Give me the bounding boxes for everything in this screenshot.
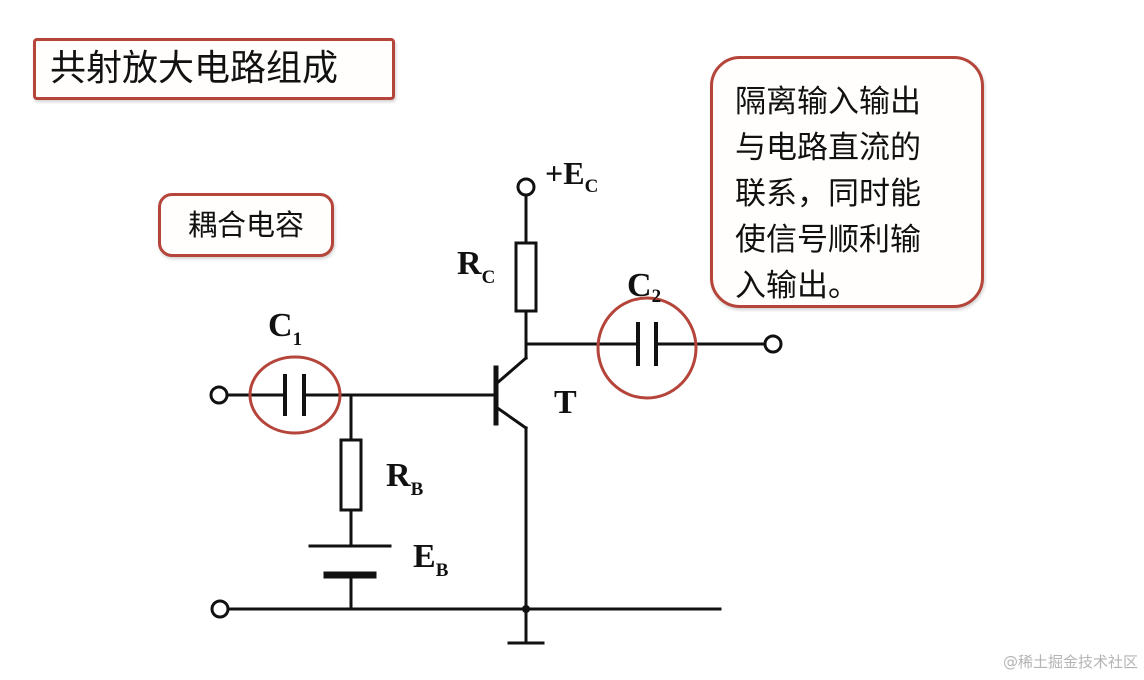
c1-label: C1 [268, 307, 302, 350]
transistor-label: T [554, 384, 577, 421]
explanation-line: 隔离输入输出 [735, 84, 921, 120]
coupling-capacitor-note: 耦合电容 [158, 193, 334, 257]
c1-highlight [248, 355, 342, 435]
page-title: 共射放大电路组成 [50, 48, 339, 89]
transistor-collector-leg [493, 355, 529, 387]
watermark: @稀土掘金技术社区 [1002, 653, 1138, 671]
output-terminal [763, 334, 783, 354]
rc-resistor [514, 241, 538, 313]
eb-label: EB [413, 538, 449, 581]
transistor-emitter-leg [493, 404, 529, 431]
rb-resistor [339, 438, 363, 512]
ground-terminal [210, 599, 230, 619]
explanation-line: 与电路直流的 [735, 130, 921, 166]
c2-label: C2 [627, 267, 661, 307]
explanation-box: 隔离输入输出 与电路直流的 联系，同时能 使信号顺利输 入输出。 [710, 56, 984, 308]
ground-junction [522, 605, 530, 613]
title-box: 共射放大电路组成 [33, 38, 395, 100]
explanation-line: 入输出。 [735, 268, 859, 304]
c2-highlight [596, 296, 698, 400]
explanation-line: 使信号顺利输 [735, 222, 921, 258]
rb-label: RB [386, 457, 424, 500]
explanation-line: 联系，同时能 [735, 176, 921, 212]
note-label: 耦合电容 [187, 208, 304, 242]
input-terminal [209, 385, 229, 405]
supply-terminal [516, 177, 536, 197]
supply-label: +EC [545, 155, 598, 197]
rc-label: RC [457, 245, 495, 288]
